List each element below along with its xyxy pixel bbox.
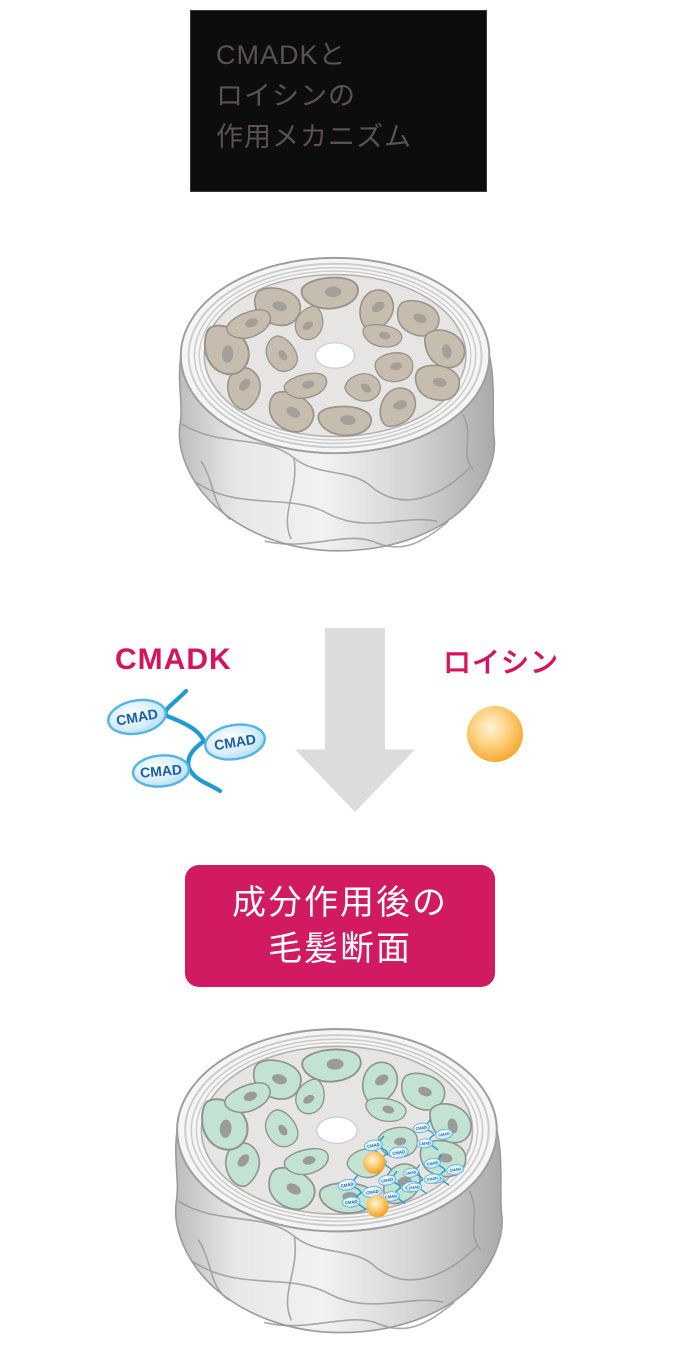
leucine-sphere-icon xyxy=(363,1151,386,1174)
medulla xyxy=(314,342,356,369)
cmad-unit-label: CMAD xyxy=(213,731,257,753)
cmad-unit-label: CMAD xyxy=(115,705,159,728)
leucine-label: ロイシン xyxy=(443,647,560,678)
cmad-unit-label: CMAD xyxy=(139,761,182,781)
down-arrow-icon xyxy=(295,628,415,812)
title-line-3: 作用メカニズム xyxy=(216,122,412,152)
title-box: CMADKと ロイシンの 作用メカニズム xyxy=(190,10,487,192)
after-box-line-2: 毛髪断面 xyxy=(268,930,412,968)
cmadk-label: CMADK xyxy=(115,643,232,676)
medulla xyxy=(316,1116,358,1144)
title-line-2: ロイシンの xyxy=(216,81,356,111)
cmadk-molecule-icon: CMAD CMAD CMAD xyxy=(107,688,266,794)
leucine-sphere-icon xyxy=(467,706,523,762)
hair-cross-section-before xyxy=(178,256,496,552)
leucine-sphere-icon xyxy=(366,1194,389,1218)
after-effect-box: 成分作用後の 毛髪断面 xyxy=(185,865,495,987)
title-line-1: CMADKと xyxy=(216,40,347,70)
hair-cross-section-after xyxy=(174,1028,504,1334)
after-box-line-1: 成分作用後の xyxy=(232,884,448,922)
